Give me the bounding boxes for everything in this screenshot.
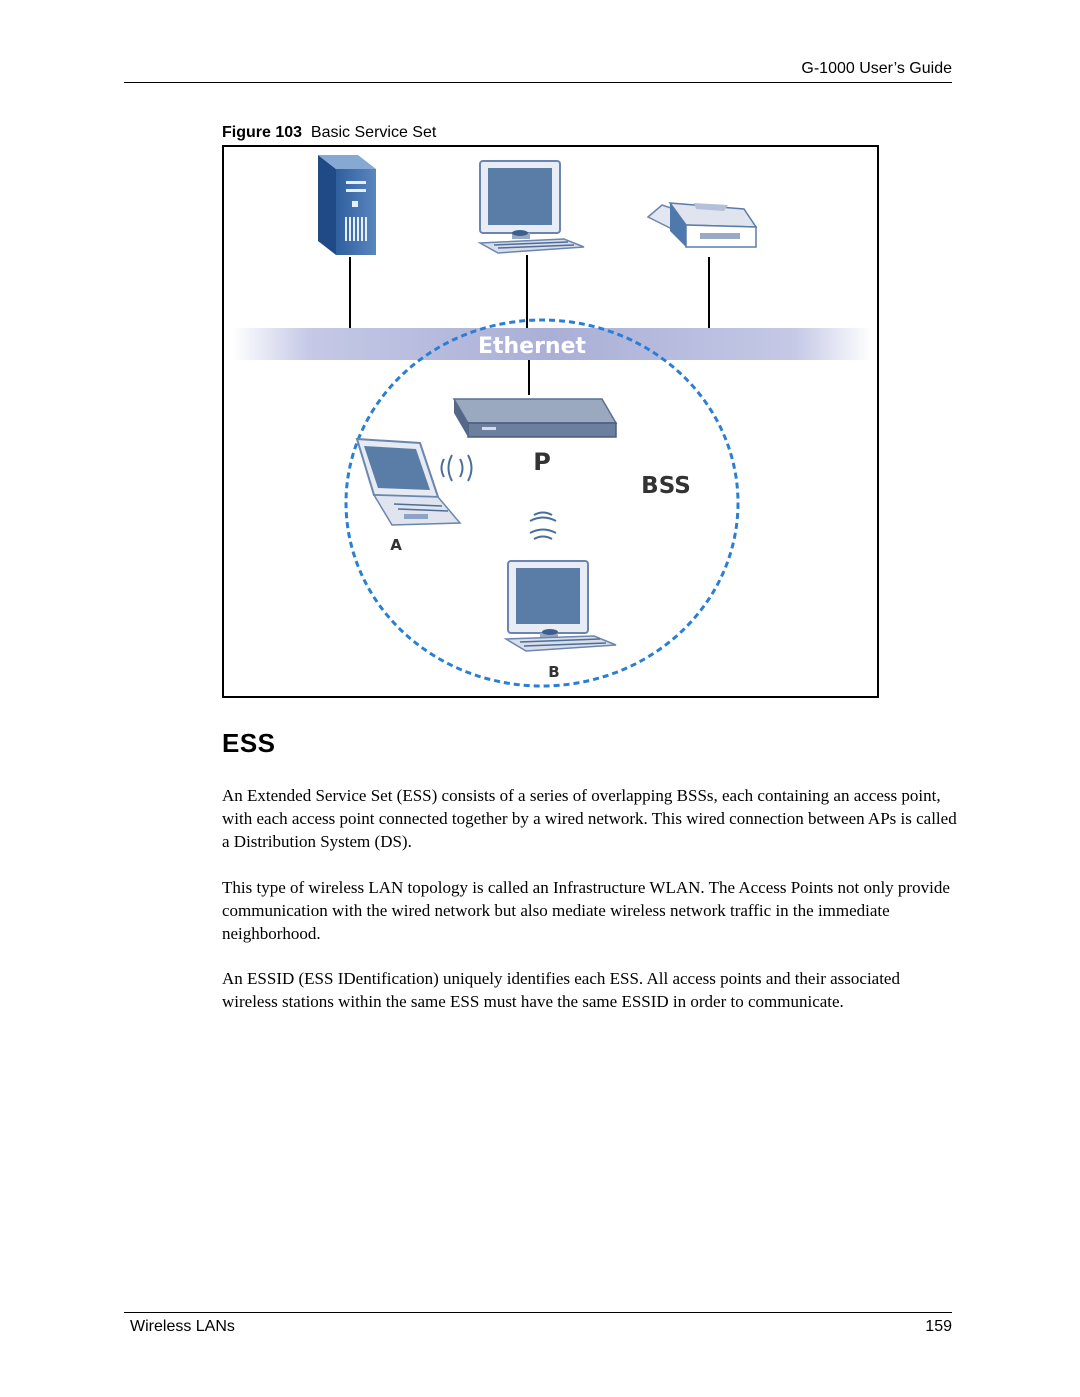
basic-service-set-diagram: Ethernet bbox=[222, 145, 879, 698]
ap-label: P bbox=[533, 448, 551, 476]
page-number: 159 bbox=[925, 1318, 952, 1335]
body-paragraph: An ESSID (ESS IDentification) uniquely i… bbox=[222, 969, 900, 1011]
section-heading: ESS bbox=[222, 728, 276, 758]
station-b-label: B bbox=[548, 663, 559, 681]
printer-icon bbox=[646, 202, 758, 248]
figure-title: Basic Service Set bbox=[310, 124, 437, 141]
desktop-computer-icon bbox=[503, 560, 617, 652]
body-paragraph: An Extended Service Set (ESS) consists o… bbox=[222, 786, 957, 851]
figure-number: Figure 103 bbox=[222, 124, 303, 141]
running-header: G-1000 User’s Guide bbox=[801, 60, 952, 77]
bss-coverage-circle bbox=[344, 318, 740, 688]
bss-label: BSS bbox=[641, 473, 691, 499]
station-a-label: A bbox=[390, 536, 402, 554]
wired-links bbox=[349, 255, 710, 395]
laptop-icon bbox=[355, 437, 462, 526]
figure-caption: Figure 103 Basic Service Set bbox=[222, 124, 436, 142]
body-paragraph: This type of wireless LAN topology is ca… bbox=[222, 878, 950, 943]
footer-section-name: Wireless LANs bbox=[130, 1318, 235, 1335]
desktop-computer-icon bbox=[477, 160, 585, 254]
footer-rule bbox=[124, 1312, 952, 1313]
ethernet-label: Ethernet bbox=[478, 334, 587, 359]
server-tower-icon bbox=[318, 155, 376, 255]
header-rule bbox=[124, 82, 952, 83]
access-point-icon bbox=[452, 398, 618, 438]
ethernet-band bbox=[232, 328, 872, 360]
wireless-signal-icon bbox=[440, 454, 557, 540]
